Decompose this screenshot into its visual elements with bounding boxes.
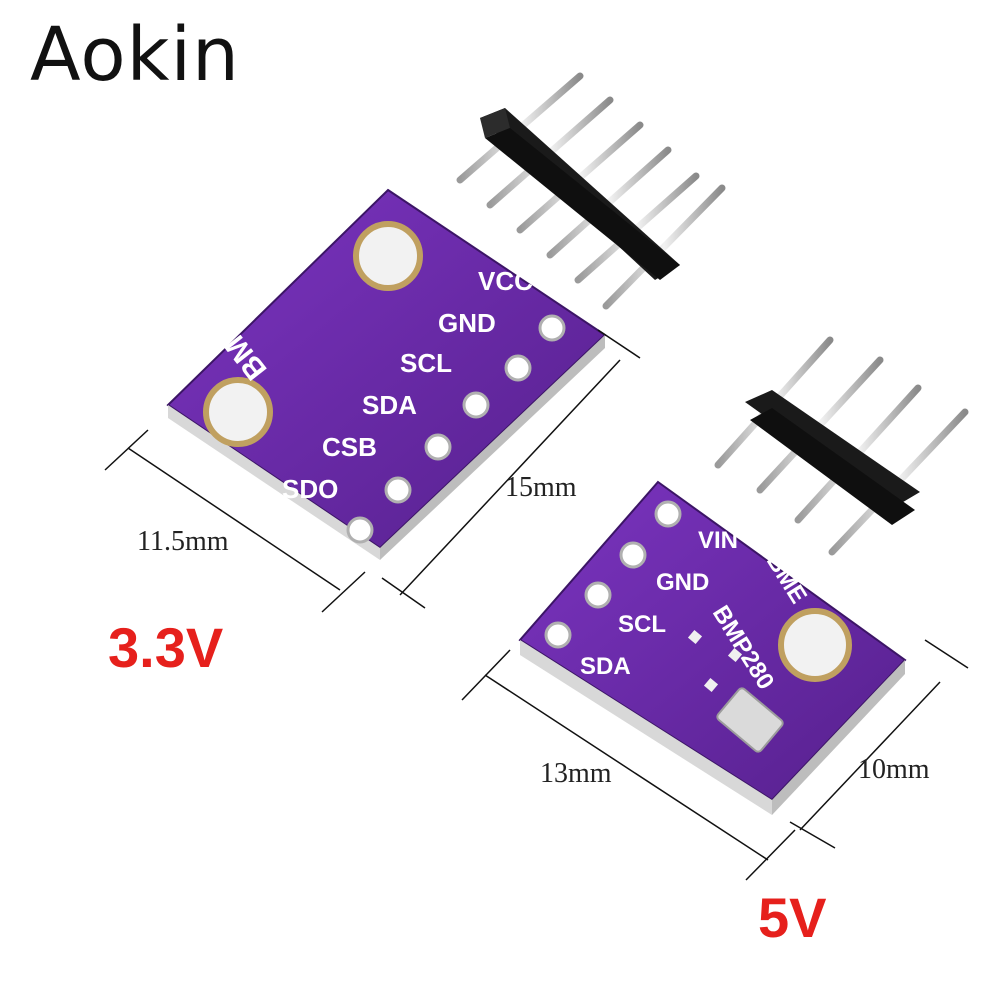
left-voltage-label: 3.3V xyxy=(108,616,224,679)
right-pin-label-gnd: GND xyxy=(656,569,709,596)
left-pin-label-scl: SCL xyxy=(400,348,452,378)
left-dimension-lines xyxy=(104,329,641,613)
sensor-chip xyxy=(716,687,784,753)
right-pin-label-scl: SCL xyxy=(618,611,666,638)
right-voltage-label: 5V xyxy=(758,886,827,949)
right-height-label: 10mm xyxy=(858,754,930,785)
brand-logo: Aokin xyxy=(30,12,240,98)
left-width-label: 11.5mm xyxy=(137,526,229,557)
left-pin-header xyxy=(456,72,726,310)
right-width-label: 13mm xyxy=(540,758,612,789)
left-pin-label-sda: SDA xyxy=(362,390,417,420)
right-dimension-lines xyxy=(461,639,969,881)
right-pin-label-vin: VIN xyxy=(698,527,738,554)
left-pin-label-gnd: GND xyxy=(438,308,496,338)
right-module-board: BME BMP280 VIN GND SCL SDA xyxy=(518,480,907,815)
left-module-board: BME280 VCC GND SCL SDA CSB SDO xyxy=(166,188,607,560)
right-pin-header xyxy=(714,336,969,556)
left-pin-label-csb: CSB xyxy=(322,432,377,462)
left-pin-label-sdo: SDO xyxy=(282,474,338,504)
right-pin-label-sda: SDA xyxy=(580,653,631,680)
left-height-label: 15mm xyxy=(505,472,577,503)
left-pin-label-vcc: VCC xyxy=(478,266,533,296)
